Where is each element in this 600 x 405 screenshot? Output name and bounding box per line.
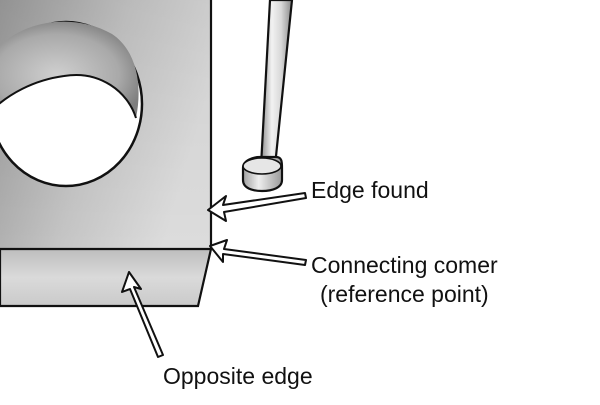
- opposite-edge-label: Opposite edge: [163, 362, 313, 391]
- edge-found-label: Edge found: [311, 176, 429, 205]
- workpiece-front-face: [0, 247, 213, 308]
- edge-found-text: Edge found: [311, 177, 429, 203]
- opposite-edge-arrow: [121, 271, 164, 358]
- connecting-corner-arrow: [209, 239, 307, 266]
- probe-shaft: [259, 0, 294, 168]
- workpiece-hole: [0, 20, 144, 188]
- workpiece-block: [0, 0, 213, 308]
- connecting-corner-label: Connecting comer (reference point): [311, 251, 498, 309]
- edge-found-arrow: [207, 192, 307, 222]
- connecting-corner-text: Connecting comer: [311, 252, 498, 278]
- edge-finder-probe: [241, 0, 294, 193]
- opposite-edge-text: Opposite edge: [163, 363, 313, 389]
- reference-point-text: (reference point): [319, 281, 489, 307]
- callout-arrows: [121, 192, 307, 358]
